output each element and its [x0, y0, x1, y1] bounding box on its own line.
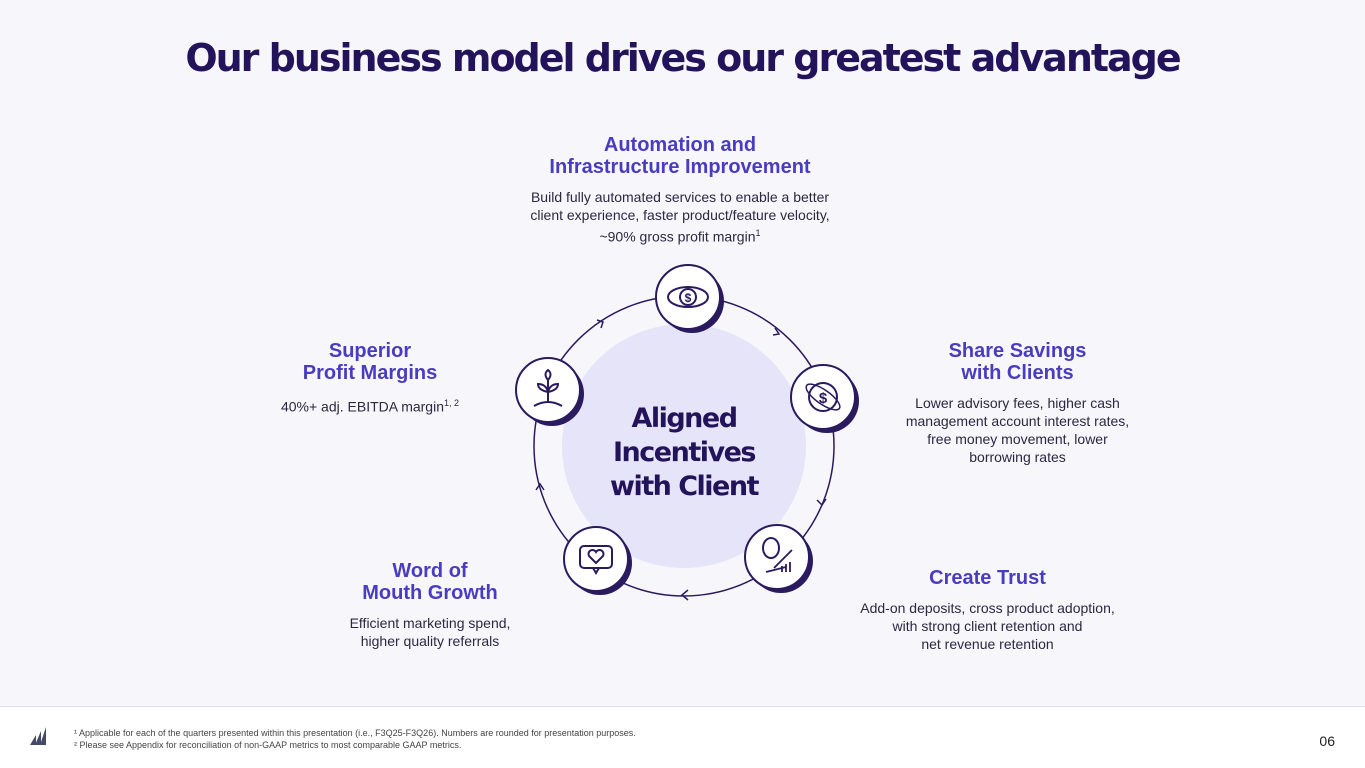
globe-dollar-icon: $	[655, 264, 724, 333]
balloon-growth-icon	[744, 524, 813, 593]
block-desc: Add-on deposits, cross product adoption,…	[860, 600, 1115, 652]
page-title: Our business model drives our greatest a…	[185, 36, 1181, 80]
footnote-1: ¹ Applicable for each of the quarters pr…	[74, 728, 636, 738]
center-line: with Client	[610, 471, 760, 502]
block-create-trust: Create Trust Add-on deposits, cross prod…	[840, 567, 1135, 653]
arrow-icons	[535, 319, 827, 601]
heart-message-icon	[563, 526, 632, 595]
inner-circle	[562, 324, 806, 568]
orbit-dollar-icon: $	[790, 364, 859, 433]
page-number: 06	[1319, 733, 1335, 749]
block-desc: 40%+ adj. EBITDA margin1, 2	[280, 398, 460, 415]
block-title: Create Trust	[929, 567, 1046, 589]
svg-text:$: $	[685, 291, 692, 305]
center-line: Incentives	[613, 437, 756, 468]
footnote-2: ² Please see Appendix for reconciliation…	[74, 740, 462, 750]
title-line: Automation and	[603, 134, 757, 156]
cycle-diagram: $ $	[515, 264, 859, 601]
plant-sprout-icon	[515, 357, 584, 426]
center-line: Aligned	[631, 403, 738, 434]
footer: ¹ Applicable for each of the quarters pr…	[0, 706, 1365, 768]
center-label: Aligned Incentives with Client	[584, 402, 784, 504]
block-desc: Build fully automated services to enable…	[530, 189, 830, 245]
title-line: Infrastructure Improvement	[549, 156, 811, 178]
svg-text:$: $	[819, 390, 828, 407]
footnotes: ¹ Applicable for each of the quarters pr…	[74, 727, 636, 751]
company-logo-icon	[30, 727, 46, 745]
block-desc: Efficient marketing spend,higher quality…	[349, 615, 511, 649]
icon-circles: $ $	[515, 264, 859, 595]
